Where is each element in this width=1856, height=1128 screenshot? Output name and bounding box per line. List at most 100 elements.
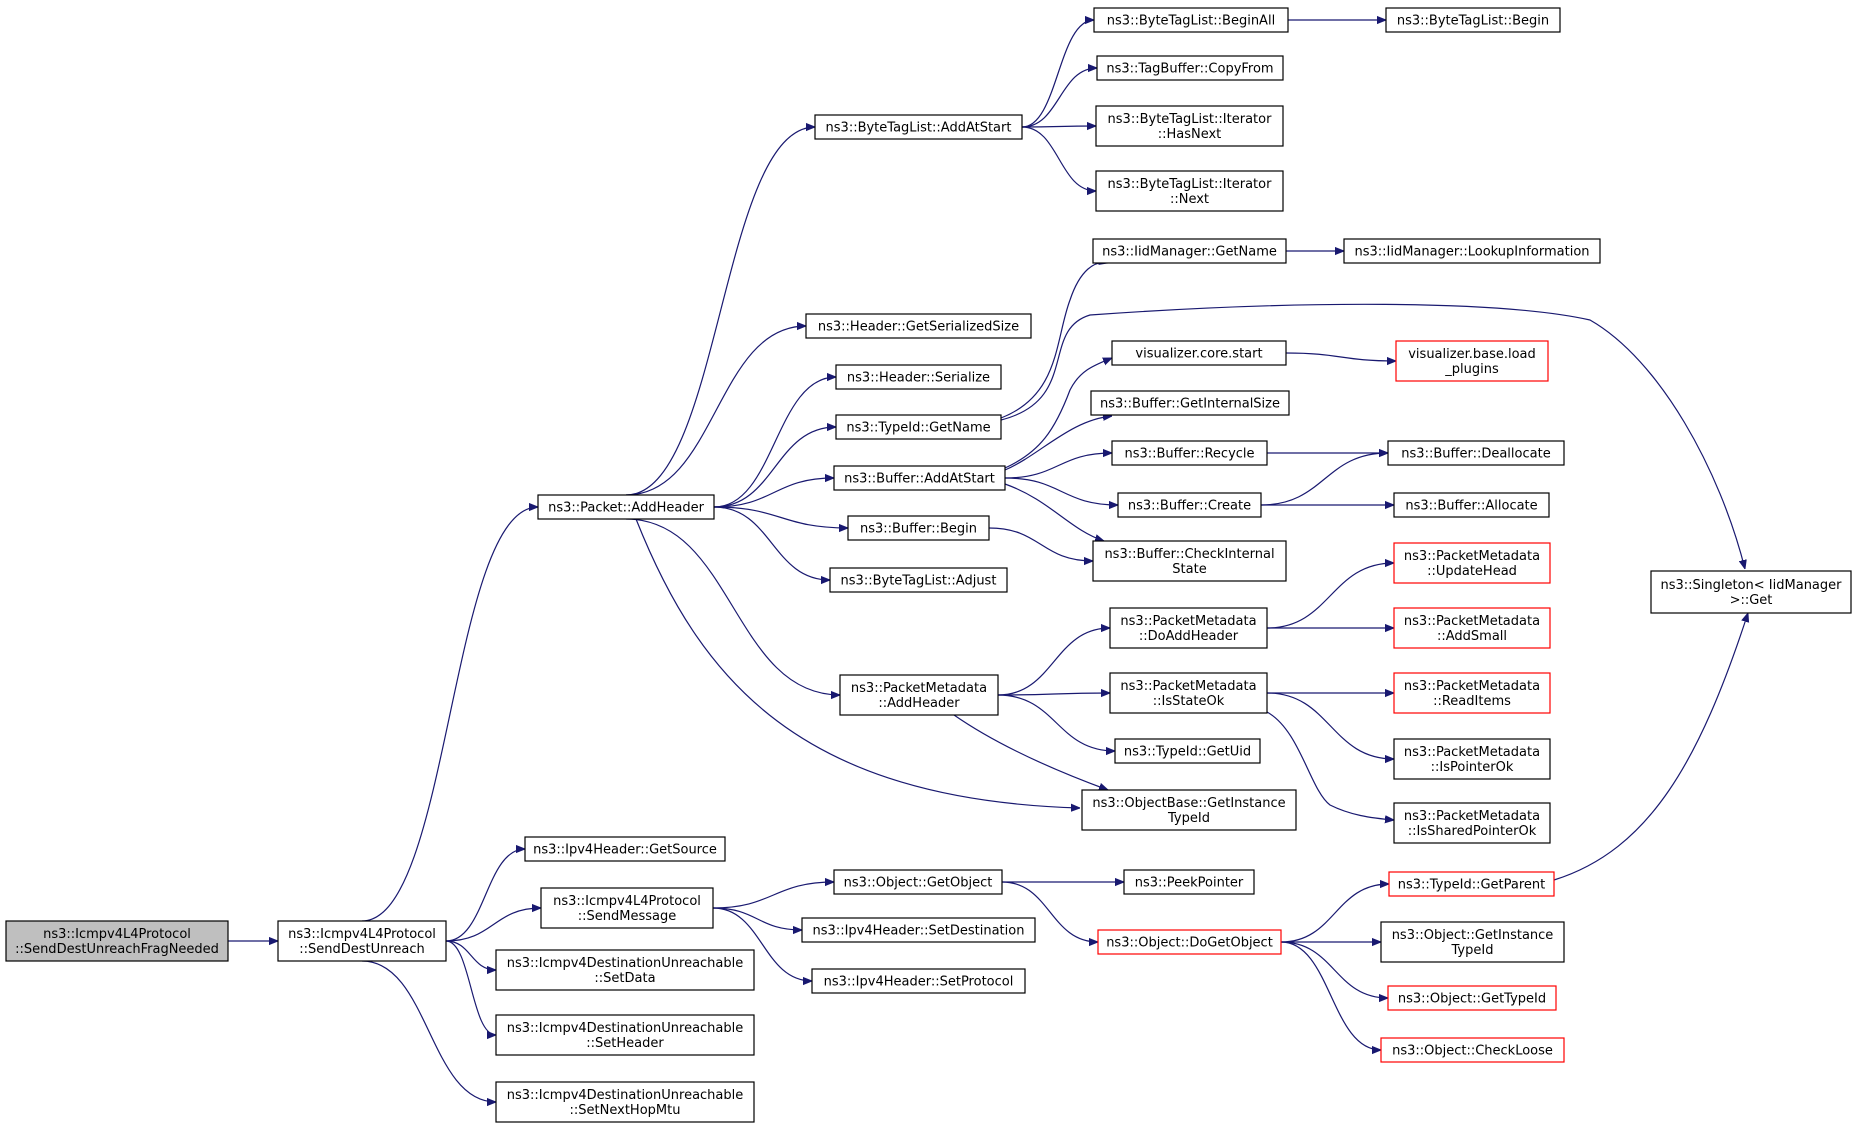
graph-node[interactable]: ns3::Object::GetObject: [833, 869, 1003, 895]
graph-node[interactable]: ns3::ByteTagList::Begin: [1385, 7, 1561, 33]
node-label: _plugins: [1444, 362, 1499, 377]
graph-node[interactable]: ns3::ByteTagList::Iterator::HasNext: [1095, 105, 1284, 147]
node-box: [1109, 607, 1268, 649]
node-label: ::UpdateHead: [1427, 564, 1517, 579]
graph-node[interactable]: ns3::Icmpv4DestinationUnreachable::SetDa…: [495, 949, 755, 991]
node-box: [814, 114, 1023, 140]
graph-node[interactable]: ns3::PacketMetadata::DoAddHeader: [1109, 607, 1268, 649]
node-label: ::SendMessage: [578, 909, 676, 924]
graph-node[interactable]: ns3::Buffer::GetInternalSize: [1090, 390, 1290, 416]
graph-node[interactable]: ns3::PacketMetadata::AddHeader: [839, 674, 999, 716]
graph-node[interactable]: ns3::TypeId::GetUid: [1114, 738, 1261, 764]
graph-node[interactable]: ns3::TagBuffer::CopyFrom: [1096, 55, 1284, 81]
edge-n1-n5: [445, 940, 496, 970]
graph-node[interactable]: ns3::PacketMetadata::IsPointerOk: [1393, 738, 1551, 780]
graph-node[interactable]: ns3::ByteTagList::Iterator::Next: [1095, 170, 1284, 212]
edge-n4-n43: [712, 907, 812, 981]
nodes-layer: ns3::Icmpv4L4Protocol::SendDestUnreachFr…: [5, 7, 1852, 1123]
edge-n45-n49: [1280, 941, 1381, 1050]
edge-n34-n40: [1266, 711, 1394, 820]
graph-node[interactable]: ns3::Icmpv4DestinationUnreachable::SetHe…: [495, 1014, 755, 1056]
graph-node[interactable]: ns3::PacketMetadata::UpdateHead: [1393, 542, 1551, 584]
node-label: ns3::Object::GetObject: [844, 876, 993, 891]
node-box: [1395, 340, 1549, 382]
graph-node[interactable]: ns3::Buffer::Deallocate: [1387, 440, 1565, 466]
graph-node[interactable]: ns3::PacketMetadata::IsSharedPointerOk: [1393, 802, 1551, 844]
graph-node[interactable]: ns3::PacketMetadata::AddSmall: [1393, 607, 1551, 649]
node-label: ns3::PacketMetadata: [1404, 809, 1540, 824]
graph-node[interactable]: ns3::Buffer::Begin: [847, 515, 990, 541]
node-label: ns3::Object::GetTypeId: [1398, 992, 1546, 1007]
node-label: ns3::PeekPointer: [1135, 876, 1244, 891]
edges-layer: [228, 20, 1748, 1102]
graph-node[interactable]: ns3::Object::CheckLoose: [1380, 1037, 1565, 1063]
node-box: [1393, 802, 1551, 844]
graph-node[interactable]: ns3::Icmpv4L4Protocol::SendMessage: [540, 887, 714, 929]
node-box: [829, 567, 1008, 593]
node-box: [524, 836, 726, 862]
graph-node[interactable]: ns3::Object::DoGetObject: [1097, 929, 1282, 955]
edge-n15-n33: [997, 628, 1110, 696]
graph-node[interactable]: ns3::PacketMetadata::IsStateOk: [1109, 672, 1268, 714]
node-label: ns3::TypeId::GetName: [846, 421, 990, 436]
graph-node[interactable]: ns3::ByteTagList::Adjust: [829, 567, 1008, 593]
node-label: ns3::ByteTagList::Adjust: [841, 574, 997, 589]
graph-node[interactable]: ns3::PeekPointer: [1123, 869, 1255, 895]
edge-n29-n31: [1260, 453, 1388, 506]
edge-n8-n20: [1021, 126, 1096, 191]
graph-node[interactable]: ns3::Ipv4Header::SetProtocol: [811, 968, 1026, 994]
node-box: [1650, 570, 1852, 614]
node-label: ns3::PacketMetadata: [1120, 614, 1256, 629]
graph-node[interactable]: ns3::Buffer::Recycle: [1111, 440, 1268, 466]
graph-node[interactable]: ns3::Ipv4Header::GetSource: [524, 836, 726, 862]
node-label: ns3::Object::GetInstance: [1392, 928, 1554, 943]
node-label: ns3::ByteTagList::Iterator: [1108, 112, 1273, 127]
graph-node[interactable]: ns3::TypeId::GetParent: [1388, 871, 1555, 897]
graph-node[interactable]: visualizer.base.load_plugins: [1395, 340, 1549, 382]
node-label: visualizer.core.start: [1135, 347, 1262, 362]
node-label: ns3::ByteTagList::Iterator: [1108, 177, 1273, 192]
graph-node[interactable]: ns3::Icmpv4DestinationUnreachable::SetNe…: [495, 1081, 755, 1123]
graph-node[interactable]: ns3::Ipv4Header::SetDestination: [801, 917, 1036, 943]
node-box: [1095, 105, 1284, 147]
edge-n4-n42: [712, 907, 802, 930]
graph-node[interactable]: ns3::IidManager::LookupInformation: [1343, 238, 1601, 264]
graph-node[interactable]: ns3::IidManager::GetName: [1092, 238, 1287, 264]
graph-node[interactable]: ns3::ByteTagList::BeginAll: [1093, 7, 1289, 33]
graph-node[interactable]: ns3::Buffer::AddAtStart: [833, 465, 1006, 491]
node-label: ns3::PacketMetadata: [1120, 679, 1256, 694]
graph-node[interactable]: ns3::Object::GetTypeId: [1387, 985, 1557, 1011]
node-box: [495, 1014, 755, 1056]
graph-node[interactable]: ns3::Buffer::Create: [1117, 492, 1262, 518]
node-label: ns3::Buffer::Allocate: [1405, 499, 1537, 514]
graph-node[interactable]: ns3::Header::GetSerializedSize: [805, 313, 1032, 339]
graph-node[interactable]: ns3::Buffer::Allocate: [1393, 492, 1550, 518]
node-label: TypeId: [1167, 811, 1210, 826]
edge-n12-n27: [1004, 416, 1112, 471]
node-label: ::SendDestUnreach: [299, 942, 425, 957]
edge-n4-n41: [712, 882, 834, 909]
edge-n25-n26: [1285, 352, 1396, 361]
node-box: [835, 364, 1002, 390]
node-label: ::SetData: [594, 971, 655, 986]
graph-node[interactable]: ns3::PacketMetadata::ReadItems: [1393, 672, 1551, 714]
node-label: ::IsStateOk: [1153, 694, 1225, 709]
node-box: [1393, 672, 1551, 714]
graph-node[interactable]: ns3::Singleton< IidManager >::Get: [1650, 570, 1852, 614]
graph-node[interactable]: ns3::ByteTagList::AddAtStart: [814, 114, 1023, 140]
graph-node[interactable]: ns3::Icmpv4L4Protocol::SendDestUnreach: [277, 920, 447, 962]
node-box: [1393, 542, 1551, 584]
node-box: [833, 465, 1006, 491]
node-label: ns3::Icmpv4L4Protocol: [553, 894, 701, 909]
node-box: [1093, 7, 1289, 33]
node-box: [1393, 607, 1551, 649]
graph-node[interactable]: ns3::TypeId::GetName: [835, 414, 1002, 440]
graph-node[interactable]: ns3::Header::Serialize: [835, 364, 1002, 390]
graph-node[interactable]: ns3::Packet::AddHeader: [537, 494, 715, 520]
graph-node[interactable]: visualizer.core.start: [1111, 340, 1287, 366]
node-label: ns3::PacketMetadata: [1404, 679, 1540, 694]
edge-n41-n45: [1001, 881, 1098, 942]
